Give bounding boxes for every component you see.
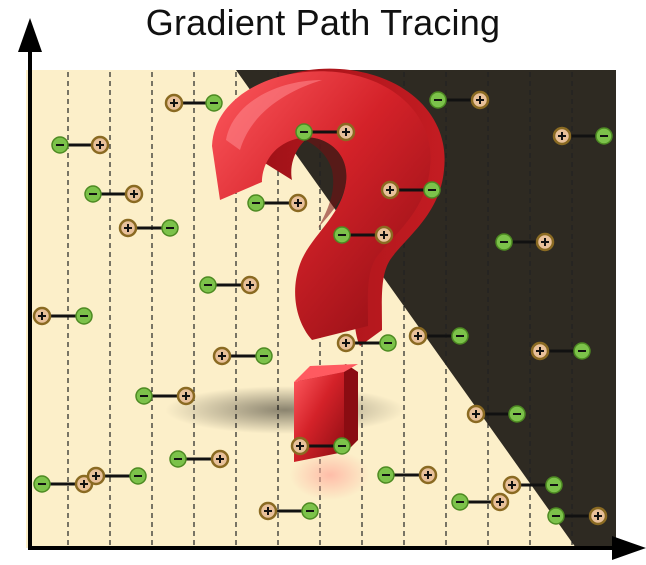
dipole-18 xyxy=(135,386,196,406)
positive-charge-icon xyxy=(210,449,230,469)
negative-charge-icon xyxy=(595,127,613,145)
dipole-3 xyxy=(51,135,110,155)
negative-charge-icon xyxy=(33,475,51,493)
positive-charge-icon xyxy=(588,506,608,526)
negative-charge-icon xyxy=(333,437,351,455)
negative-charge-icon xyxy=(51,136,69,154)
positive-charge-icon xyxy=(32,306,52,326)
dipole-27 xyxy=(451,492,510,512)
positive-charge-icon xyxy=(530,341,550,361)
negative-charge-icon xyxy=(423,181,441,199)
negative-charge-icon xyxy=(84,185,102,203)
negative-charge-icon xyxy=(129,467,147,485)
negative-charge-icon xyxy=(495,233,513,251)
negative-charge-icon xyxy=(135,387,153,405)
positive-charge-icon xyxy=(470,90,490,110)
question-mark-glow xyxy=(290,450,370,500)
positive-charge-icon xyxy=(408,326,428,346)
dipole-13 xyxy=(32,306,93,326)
diagram-title: Gradient Path Tracing xyxy=(145,2,501,43)
dipole-17 xyxy=(212,346,273,366)
positive-charge-icon xyxy=(124,184,144,204)
positive-charge-icon xyxy=(86,466,106,486)
positive-charge-icon xyxy=(288,193,308,213)
negative-charge-icon xyxy=(333,226,351,244)
dipole-11 xyxy=(495,232,555,252)
dipole-8 xyxy=(118,218,179,238)
dipole-5 xyxy=(552,126,613,146)
positive-charge-icon xyxy=(336,122,356,142)
negative-charge-icon xyxy=(379,334,397,352)
positive-charge-icon xyxy=(502,475,522,495)
positive-charge-icon xyxy=(380,180,400,200)
positive-charge-icon xyxy=(118,218,138,238)
dipole-9 xyxy=(247,193,308,213)
dipole-20 xyxy=(290,436,351,456)
negative-charge-icon xyxy=(377,466,395,484)
negative-charge-icon xyxy=(247,194,265,212)
dipole-2 xyxy=(429,90,490,110)
up-arrow-icon xyxy=(18,18,42,52)
dipole-7 xyxy=(380,180,441,200)
positive-charge-icon xyxy=(418,465,438,485)
negative-charge-icon xyxy=(573,342,591,360)
dipole-16 xyxy=(530,341,591,361)
dark-region xyxy=(236,70,616,548)
question-mark-shadow xyxy=(165,386,405,434)
dipole-15 xyxy=(408,326,469,346)
negative-charge-icon xyxy=(545,476,563,494)
dipole-23 xyxy=(86,466,147,486)
negative-charge-icon xyxy=(451,493,469,511)
dipole-4 xyxy=(295,122,356,142)
negative-charge-icon xyxy=(205,94,223,112)
dipole-25 xyxy=(502,475,563,495)
positive-charge-icon xyxy=(535,232,555,252)
dipole-14 xyxy=(336,333,397,353)
negative-charge-icon xyxy=(301,502,319,520)
negative-charge-icon xyxy=(547,507,565,525)
dipole-layer xyxy=(32,90,613,526)
dipole-21 xyxy=(169,449,230,469)
negative-charge-icon xyxy=(75,307,93,325)
positive-charge-icon xyxy=(240,275,260,295)
dipole-1 xyxy=(164,93,223,113)
negative-charge-icon xyxy=(199,276,217,294)
negative-charge-icon xyxy=(295,123,313,141)
negative-charge-icon xyxy=(161,219,179,237)
dipole-12 xyxy=(199,275,260,295)
positive-charge-icon xyxy=(490,492,510,512)
dipole-10 xyxy=(333,225,394,245)
question-mark-icon xyxy=(212,68,445,462)
right-arrow-icon xyxy=(612,536,646,560)
axes xyxy=(18,18,646,560)
positive-charge-icon xyxy=(176,386,196,406)
negative-charge-icon xyxy=(429,91,447,109)
negative-charge-icon xyxy=(255,347,273,365)
dipole-26 xyxy=(258,501,319,521)
positive-charge-icon xyxy=(552,126,572,146)
positive-charge-icon xyxy=(290,436,310,456)
positive-charge-icon xyxy=(336,333,356,353)
positive-charge-icon xyxy=(374,225,394,245)
dipole-24 xyxy=(377,465,438,485)
positive-charge-icon xyxy=(466,404,486,424)
positive-charge-icon xyxy=(164,93,184,113)
dipole-28 xyxy=(547,506,608,526)
positive-charge-icon xyxy=(212,346,232,366)
positive-charge-icon xyxy=(90,135,110,155)
positive-charge-icon xyxy=(258,501,278,521)
dipole-6 xyxy=(84,184,144,204)
dipole-19 xyxy=(466,404,526,424)
negative-charge-icon xyxy=(169,450,187,468)
negative-charge-icon xyxy=(508,405,526,423)
negative-charge-icon xyxy=(451,327,469,345)
